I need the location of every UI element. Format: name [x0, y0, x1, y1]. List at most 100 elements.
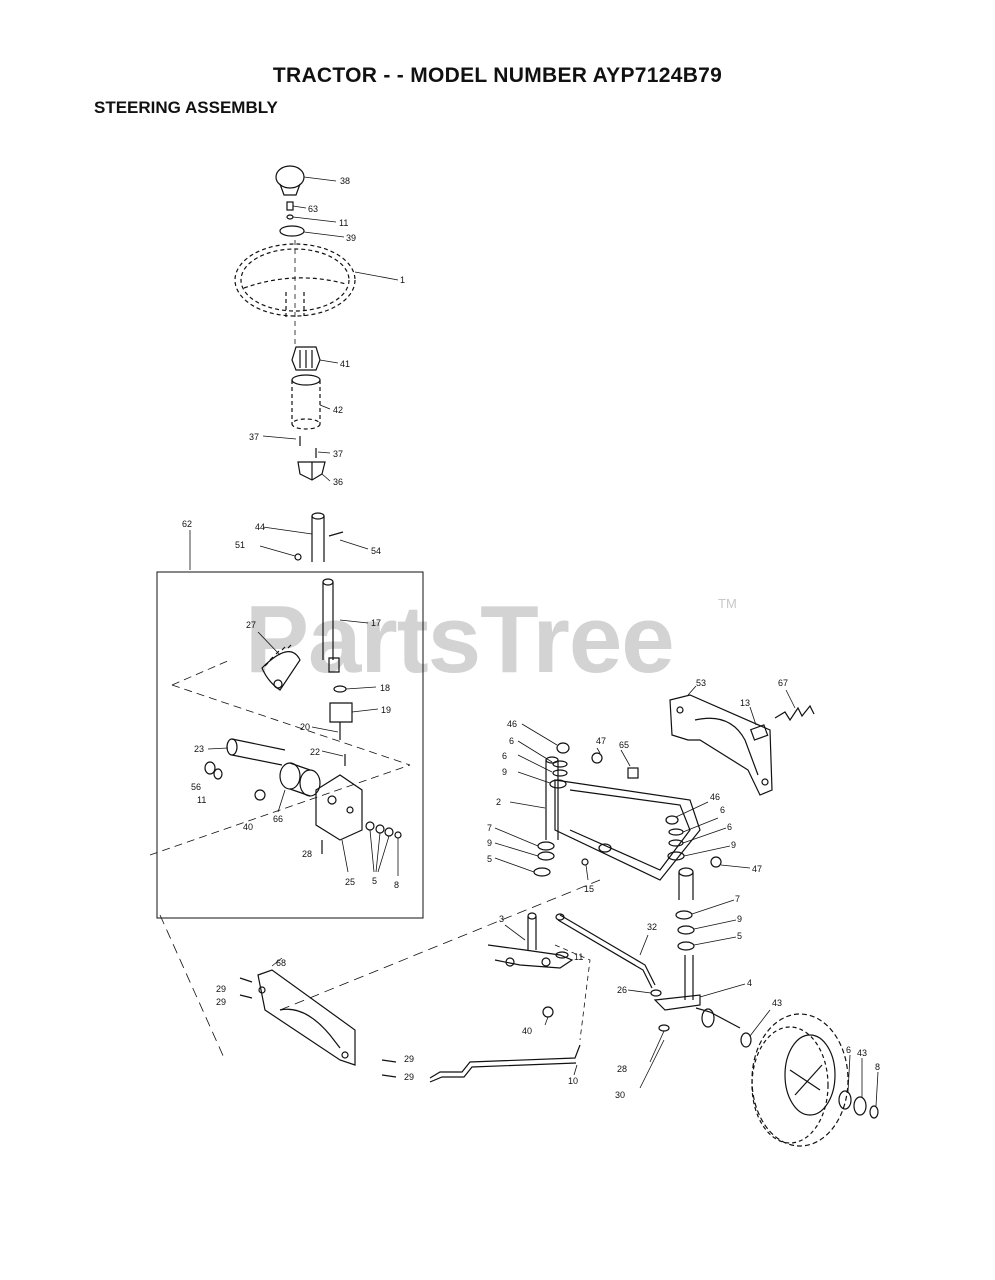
spindle-right[interactable]: [653, 867, 701, 1011]
frame-bracket-68[interactable]: [257, 957, 356, 1066]
part-label[interactable]: 9: [487, 838, 492, 848]
part-label[interactable]: 11: [197, 795, 206, 805]
shaft-44[interactable]: [262, 512, 325, 562]
part-label[interactable]: 22: [310, 747, 320, 757]
nut-51[interactable]: [259, 545, 302, 561]
part-label[interactable]: 6: [509, 736, 514, 746]
part-label[interactable]: 17: [371, 618, 381, 628]
steering-arm-3[interactable]: [487, 912, 574, 969]
bolt-47-right[interactable]: [710, 856, 751, 869]
part-label[interactable]: 47: [596, 736, 606, 746]
part-label[interactable]: 2: [496, 797, 501, 807]
bracket-19[interactable]: [329, 702, 379, 723]
bolts-29[interactable]: [239, 977, 397, 1078]
part-label[interactable]: 54: [371, 546, 381, 556]
part-label[interactable]: 10: [568, 1076, 578, 1086]
washer-11-box[interactable]: [213, 768, 223, 780]
fitting-26[interactable]: [627, 989, 662, 997]
part-label[interactable]: 23: [194, 744, 204, 754]
part-label[interactable]: 7: [487, 823, 492, 833]
part-label[interactable]: 62: [182, 519, 192, 529]
part-label[interactable]: 66: [273, 814, 283, 824]
cap-46-left[interactable]: [521, 723, 570, 754]
nut-8-box[interactable]: [394, 831, 402, 876]
part-label[interactable]: 29: [216, 997, 226, 1007]
pin-20[interactable]: [311, 722, 341, 740]
part-label[interactable]: 3: [499, 914, 504, 924]
part-label[interactable]: 26: [617, 985, 627, 995]
knob-38[interactable]: [275, 165, 337, 196]
part-label[interactable]: 6: [502, 751, 507, 761]
part-label[interactable]: 43: [857, 1048, 867, 1058]
sleeve-42[interactable]: [291, 374, 331, 430]
part-label[interactable]: 15: [584, 884, 594, 894]
block-65[interactable]: [620, 749, 639, 779]
part-label[interactable]: 27: [246, 620, 256, 630]
part-label[interactable]: 5: [372, 876, 377, 886]
steering-shaft-17[interactable]: [322, 578, 369, 673]
part-label[interactable]: 11: [339, 218, 348, 228]
clip-8-wheel[interactable]: [869, 1071, 879, 1119]
part-label[interactable]: 41: [340, 359, 350, 369]
part-label[interactable]: 1: [400, 275, 405, 285]
bolt-15[interactable]: [581, 858, 589, 881]
bushing-66[interactable]: [277, 762, 321, 813]
drag-link-10[interactable]: [429, 1044, 581, 1083]
part-label[interactable]: 37: [333, 449, 343, 459]
part-label[interactable]: 51: [235, 540, 245, 550]
part-label[interactable]: 32: [647, 922, 657, 932]
part-label[interactable]: 36: [333, 477, 343, 487]
washers-7-9-5-left[interactable]: [494, 827, 555, 877]
part-label[interactable]: 9: [731, 840, 736, 850]
part-label[interactable]: 42: [333, 405, 343, 415]
part-label[interactable]: 29: [404, 1054, 414, 1064]
spring-bolt-67[interactable]: [774, 689, 815, 722]
cap-46-right[interactable]: [665, 801, 709, 825]
washer-56[interactable]: [204, 761, 216, 775]
part-label[interactable]: 13: [740, 698, 750, 708]
washer-6-wheel[interactable]: [838, 1054, 852, 1110]
washer-43-wheel[interactable]: [853, 1058, 867, 1116]
washer-11-center[interactable]: [555, 951, 569, 959]
adapter-41[interactable]: [291, 346, 339, 371]
spindle-left[interactable]: [545, 756, 559, 840]
part-label[interactable]: 56: [191, 782, 201, 792]
part-label[interactable]: 6: [720, 805, 725, 815]
part-label[interactable]: 5: [737, 931, 742, 941]
part-label[interactable]: 65: [619, 740, 629, 750]
part-label[interactable]: 43: [772, 998, 782, 1008]
part-label[interactable]: 6: [727, 822, 732, 832]
part-label[interactable]: 40: [243, 822, 253, 832]
part-label[interactable]: 37: [249, 432, 259, 442]
part-label[interactable]: 5: [487, 854, 492, 864]
washers-7-9-5-right[interactable]: [675, 899, 737, 951]
part-label[interactable]: 39: [346, 233, 356, 243]
bushing-13[interactable]: [749, 706, 769, 741]
part-label[interactable]: 9: [502, 767, 507, 777]
flange-36[interactable]: [297, 461, 331, 482]
washer-28-lower[interactable]: [639, 1024, 670, 1089]
part-label[interactable]: 46: [507, 719, 517, 729]
axle-2[interactable]: [509, 779, 701, 881]
part-label[interactable]: 9: [737, 914, 742, 924]
part-label[interactable]: 7: [735, 894, 740, 904]
washers-6-9-left[interactable]: [517, 740, 568, 789]
sector-gear-27[interactable]: [257, 631, 301, 691]
part-label[interactable]: 67: [778, 678, 788, 688]
screw-22[interactable]: [321, 750, 346, 766]
tie-rod-32[interactable]: [555, 913, 656, 989]
part-label[interactable]: 8: [875, 1062, 880, 1072]
screw-37-left[interactable]: [262, 435, 301, 446]
pin-54[interactable]: [328, 531, 369, 550]
part-label[interactable]: 30: [615, 1090, 625, 1100]
part-label[interactable]: 68: [276, 958, 286, 968]
tire-wheel[interactable]: [751, 1013, 849, 1147]
part-label[interactable]: 40: [522, 1026, 532, 1036]
part-label[interactable]: 8: [394, 880, 399, 890]
cap-39[interactable]: [279, 225, 345, 238]
part-label[interactable]: 38: [340, 176, 350, 186]
part-label[interactable]: 20: [300, 722, 310, 732]
part-label[interactable]: 29: [404, 1072, 414, 1082]
bolt-47-left[interactable]: [591, 747, 603, 764]
part-label[interactable]: 18: [380, 683, 390, 693]
